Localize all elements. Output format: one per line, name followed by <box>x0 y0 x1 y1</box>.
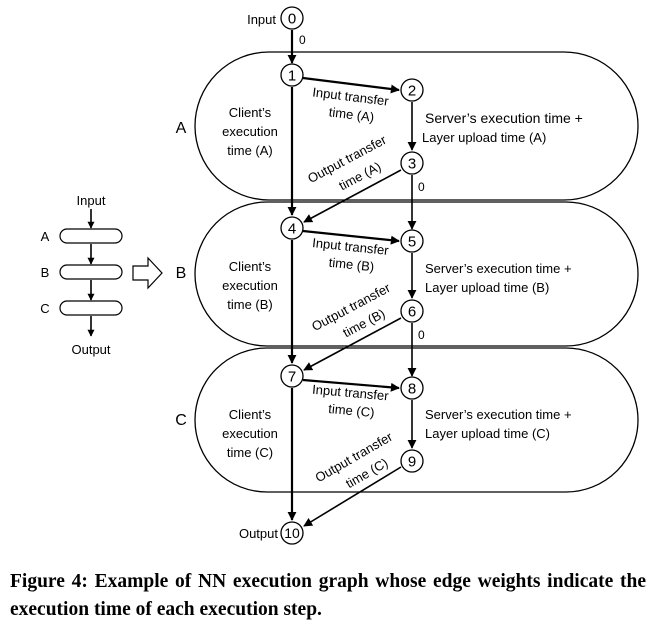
node-4 <box>280 216 304 240</box>
node-6-label: 6 <box>408 304 416 321</box>
nn-execution-graph: A B C 0 1 2 3 <box>40 6 639 545</box>
client-exec-c-3: time (C) <box>227 445 273 460</box>
server-exec-a-2: Layer upload time (A) <box>422 130 546 145</box>
client-exec-a-2: execution <box>222 124 278 139</box>
edge-3-4 <box>303 169 402 223</box>
edge-7-8 <box>302 378 400 392</box>
block-b-container <box>194 201 639 347</box>
block-label-b: B <box>176 265 187 282</box>
node-5 <box>400 229 424 253</box>
mini-layer-b-label: B <box>41 265 50 280</box>
mini-output-label: Output <box>71 342 110 357</box>
mini-network: Input A B C Output <box>40 193 163 357</box>
mini-input-label: Input <box>77 193 106 208</box>
node-8 <box>400 376 424 400</box>
node-7 <box>280 364 304 388</box>
mini-layer-a <box>59 228 123 244</box>
node-9 <box>400 449 424 473</box>
input-transfer-a-2: time (A) <box>328 104 375 124</box>
node-7-label: 7 <box>288 369 296 386</box>
zero-weight-6-8: 0 <box>418 328 425 342</box>
mini-layer-c-label: C <box>40 301 49 316</box>
graph-output-label: Output <box>239 526 278 541</box>
node-6 <box>400 299 424 323</box>
node-9-label: 9 <box>408 454 416 471</box>
edge-4-5 <box>302 229 400 245</box>
node-0-label: 0 <box>288 11 296 28</box>
block-c-container <box>194 347 639 493</box>
edge-6-7 <box>303 317 402 371</box>
node-4-label: 4 <box>288 221 296 238</box>
block-label-c: C <box>175 412 187 429</box>
server-exec-c-1: Server’s execution time + <box>425 407 572 422</box>
graph-input-label: Input <box>247 12 276 27</box>
node-2 <box>400 78 424 102</box>
block-a-container <box>194 51 639 201</box>
edge-1-2 <box>302 76 400 94</box>
server-exec-c-2: Layer upload time (C) <box>425 426 550 441</box>
input-transfer-c-2: time (C) <box>328 401 375 420</box>
node-1-label: 1 <box>288 68 296 85</box>
node-8-label: 8 <box>408 381 416 398</box>
node-0 <box>280 6 304 30</box>
node-5-label: 5 <box>408 234 416 251</box>
client-exec-b-2: execution <box>222 278 278 293</box>
server-exec-b-2: Layer upload time (B) <box>425 280 549 295</box>
client-exec-b-1: Client’s <box>229 259 272 274</box>
mini-layer-b <box>59 264 123 280</box>
server-exec-b-1: Server’s execution time + <box>425 261 572 276</box>
node-2-label: 2 <box>408 83 416 100</box>
edge-9-10 <box>303 466 402 527</box>
node-1 <box>280 63 304 87</box>
node-3 <box>400 151 424 175</box>
block-label-a: A <box>176 120 187 137</box>
zero-weight-0-1: 0 <box>299 33 306 47</box>
server-exec-a-1: Server’s execution time + <box>425 110 583 126</box>
zero-weight-3-5: 0 <box>418 180 425 194</box>
figure-caption: Figure 4: Example of NN execution graph … <box>10 571 646 620</box>
node-3-label: 3 <box>408 156 416 173</box>
client-exec-a-1: Client’s <box>229 105 272 120</box>
node-10 <box>280 521 304 545</box>
block-arrow-icon <box>132 256 163 290</box>
node-10-label: 10 <box>284 525 300 541</box>
client-exec-b-3: time (B) <box>227 297 273 312</box>
client-exec-a-3: time (A) <box>227 143 273 158</box>
mini-layer-c <box>59 300 123 316</box>
input-transfer-c-1: Input transfer <box>312 382 390 404</box>
client-exec-c-2: execution <box>222 426 278 441</box>
input-transfer-b-2: time (B) <box>328 255 375 275</box>
client-exec-c-1: Client’s <box>229 407 272 422</box>
mini-layer-a-label: A <box>41 229 50 244</box>
